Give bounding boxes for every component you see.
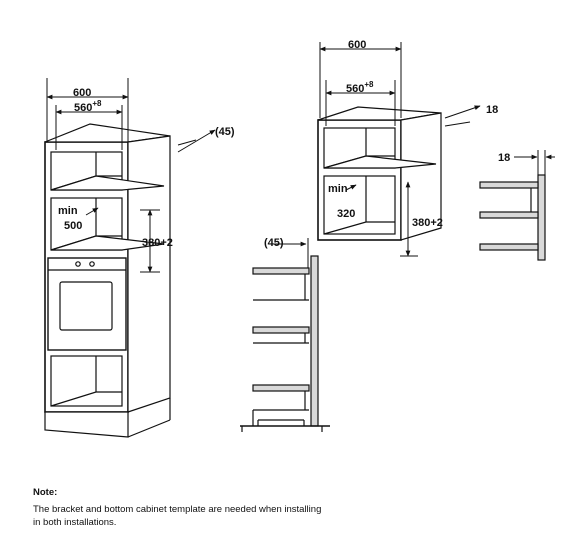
- tall-cabinet-inner-width-label: 560+8: [74, 99, 102, 114]
- note-title: Note:: [33, 487, 58, 498]
- side-section-depth-label: (45): [264, 237, 284, 249]
- wall-cabinet-panel-thickness-label: 18: [486, 104, 498, 116]
- tall-cabinet-opening-height-label: 380+2: [142, 237, 173, 249]
- wall-cabinet: [317, 106, 442, 241]
- tall-cabinet-min-label: min: [58, 205, 78, 217]
- wall-cabinet-inner-width-label: 560+8: [346, 80, 374, 95]
- wall-cabinet-width-label: 600: [348, 39, 366, 51]
- tall-cabinet-depth-label: (45): [215, 126, 235, 138]
- tall-cabinet-width-label: 600: [73, 87, 91, 99]
- wall-cabinet-min-height-label: 320: [337, 208, 355, 220]
- side-section-view: [240, 255, 330, 432]
- bracket-detail: [479, 174, 546, 261]
- tall-cabinet-min-height-label: 500: [64, 220, 82, 232]
- wall-cabinet-opening-height-label: 380+2: [412, 217, 443, 229]
- note-line-1: The bracket and bottom cabinet template …: [33, 504, 322, 515]
- bracket-thickness-label: 18: [498, 152, 510, 164]
- wall-cabinet-min-label: min: [328, 183, 348, 195]
- note-line-2: in both installations.: [33, 517, 117, 528]
- tall-cabinet: [44, 123, 171, 438]
